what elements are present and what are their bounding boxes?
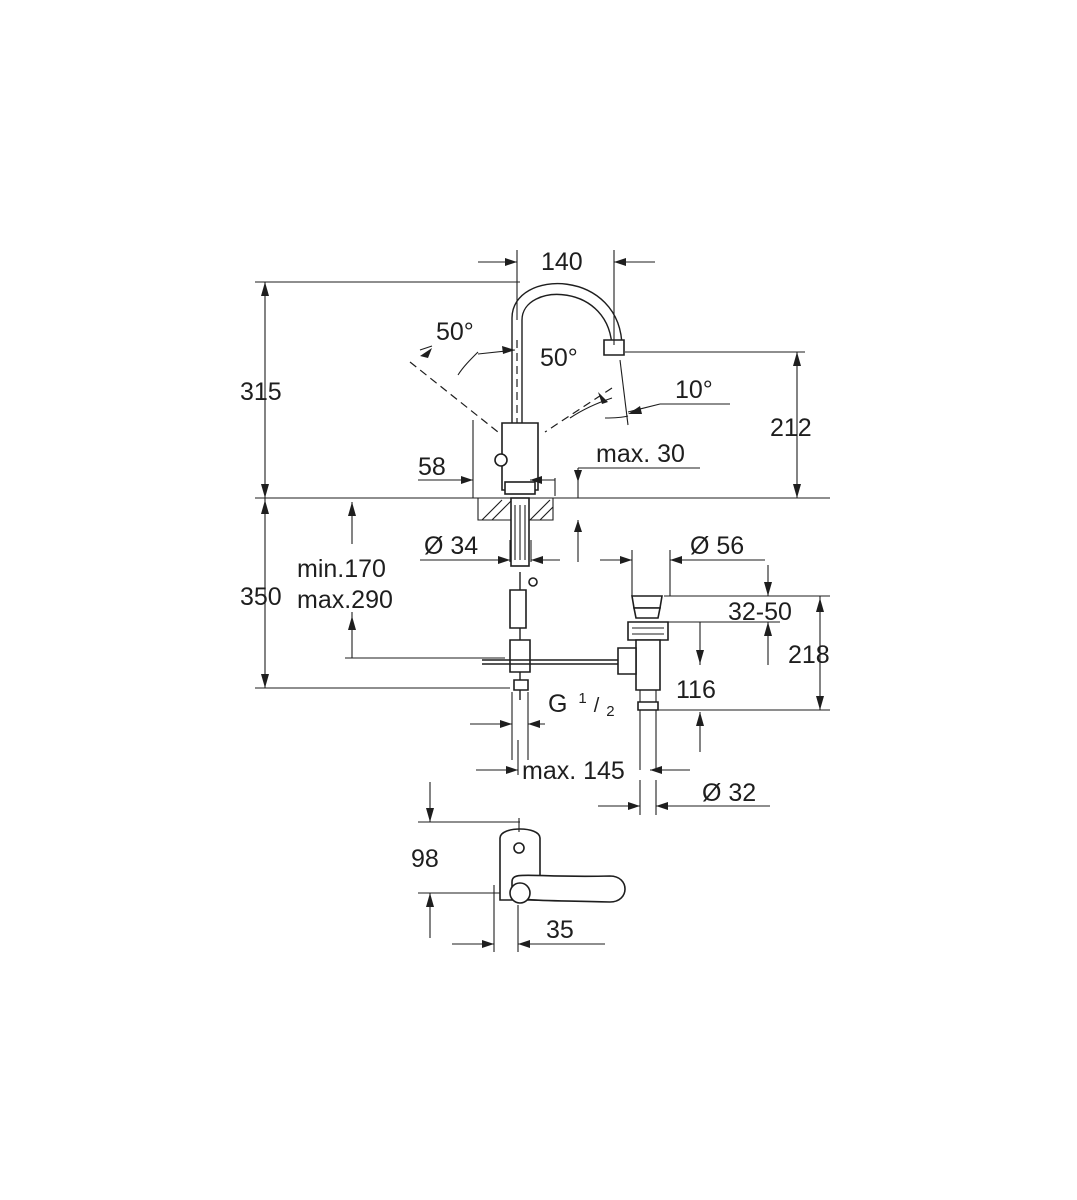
dim-max-290: max.290	[297, 586, 393, 614]
dim-dia-34: Ø 34	[424, 532, 478, 560]
spout	[511, 282, 623, 428]
dim-angle-50-left: 50°	[436, 318, 474, 346]
faucet-side-view	[409, 282, 629, 495]
dim-212: 212	[770, 414, 812, 442]
dim-dia-56: Ø 56	[690, 532, 744, 560]
dim-218: 218	[788, 641, 830, 669]
dim-140: 140	[541, 248, 583, 276]
countertop	[255, 497, 830, 521]
lever-handle	[511, 874, 626, 903]
dimension-lines	[255, 250, 830, 952]
dim-thread: G 1 / 2	[548, 681, 615, 720]
dim-116: 116	[676, 676, 716, 704]
pop-up-waste	[617, 595, 669, 770]
dim-max-145: max. 145	[522, 757, 625, 785]
dimension-labels: 140 315 50° 50° 10° 212 58 max. 30 Ø 34 …	[240, 248, 830, 944]
dim-angle-10: 10°	[675, 376, 713, 404]
dim-min-170: min.170	[297, 555, 386, 583]
dim-angle-50-right: 50°	[540, 344, 578, 372]
dim-98: 98	[411, 845, 439, 873]
dim-58: 58	[418, 453, 446, 481]
faucet-body	[501, 422, 539, 491]
faucet-top-view	[499, 818, 626, 904]
dim-350: 350	[240, 583, 282, 611]
dim-315: 315	[240, 378, 282, 406]
shank-and-hoses	[482, 497, 625, 700]
spout-aerator	[603, 339, 625, 356]
dim-32-50: 32-50	[728, 598, 792, 626]
dim-dia-32: Ø 32	[702, 779, 756, 807]
dim-max-30: max. 30	[596, 440, 685, 468]
dim-35: 35	[546, 916, 574, 944]
